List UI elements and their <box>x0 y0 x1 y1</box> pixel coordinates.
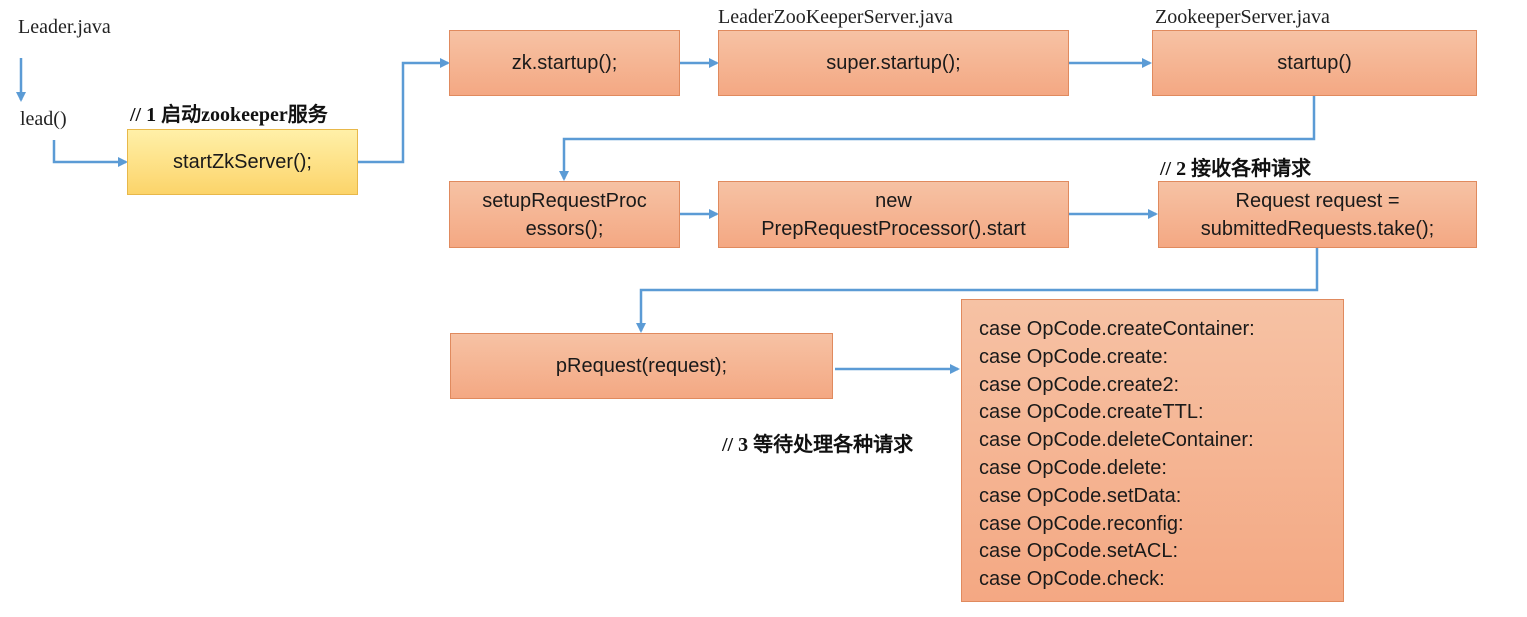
arrow-startzkserver-to-zkstartup <box>358 58 450 164</box>
box-setup-line1: setupRequestProc <box>482 189 647 212</box>
box-request-line1: Request request = <box>1235 189 1400 212</box>
box-request-line2: submittedRequests.take(); <box>1200 217 1435 240</box>
box-prequest: pRequest(request); <box>450 333 833 399</box>
box-super-startup-label: super.startup(); <box>826 52 961 74</box>
note-start-zookeeper: // 1 启动zookeeper服务 <box>130 104 328 126</box>
box-zk-startup: zk.startup(); <box>449 30 680 96</box>
case-item: case OpCode.setACL: <box>979 540 1178 563</box>
note-process-requests: // 3 等待处理各种请求 <box>722 434 914 456</box>
case-item: case OpCode.delete: <box>979 456 1167 479</box>
case-item: case OpCode.createContainer: <box>979 318 1255 340</box>
case-item: case OpCode.reconfig: <box>979 512 1184 535</box>
box-startup-label: startup() <box>1277 52 1352 74</box>
box-prequest-label: pRequest(request); <box>555 355 728 377</box>
arrow-request-to-prequest <box>636 248 1319 333</box>
case-item: case OpCode.create: <box>979 345 1168 368</box>
method-label-lead: lead() <box>20 108 67 130</box>
box-request-take: Request request = submittedRequests.take… <box>1158 181 1477 248</box>
case-item: case OpCode.setData: <box>979 484 1182 507</box>
case-item: case OpCode.createTTL: <box>979 401 1204 424</box>
box-setup-request-processors: setupRequestProc essors(); <box>449 181 680 248</box>
note-receive-requests: // 2 接收各种请求 <box>1160 158 1312 180</box>
file-label-leader-zk-server: LeaderZooKeeperServer.java <box>718 6 953 28</box>
box-super-startup: super.startup(); <box>718 30 1069 96</box>
box-new-prep-request-processor: new PrepRequestProcessor().start <box>718 181 1069 248</box>
box-opcode-cases: case OpCode.createContainer: case OpCode… <box>961 299 1344 602</box>
box-setup-line2: essors(); <box>525 217 604 240</box>
case-item: case OpCode.deleteContainer: <box>979 429 1254 452</box>
box-start-zk-server-label: startZkServer(); <box>173 151 312 173</box>
case-item: case OpCode.create2: <box>979 373 1180 396</box>
file-label-leader: Leader.java <box>18 16 111 38</box>
box-new-line1: new <box>875 189 912 212</box>
file-label-zk-server: ZookeeperServer.java <box>1155 6 1330 28</box>
box-zk-startup-label: zk.startup(); <box>511 52 618 74</box>
box-new-line2: PrepRequestProcessor().start <box>761 217 1026 240</box>
box-start-zk-server: startZkServer(); <box>127 129 358 195</box>
arrow-lead-to-startzkserver <box>52 140 128 167</box>
arrow-startup-to-setup <box>559 96 1316 181</box>
case-item: case OpCode.check: <box>979 568 1165 591</box>
box-startup: startup() <box>1152 30 1477 96</box>
